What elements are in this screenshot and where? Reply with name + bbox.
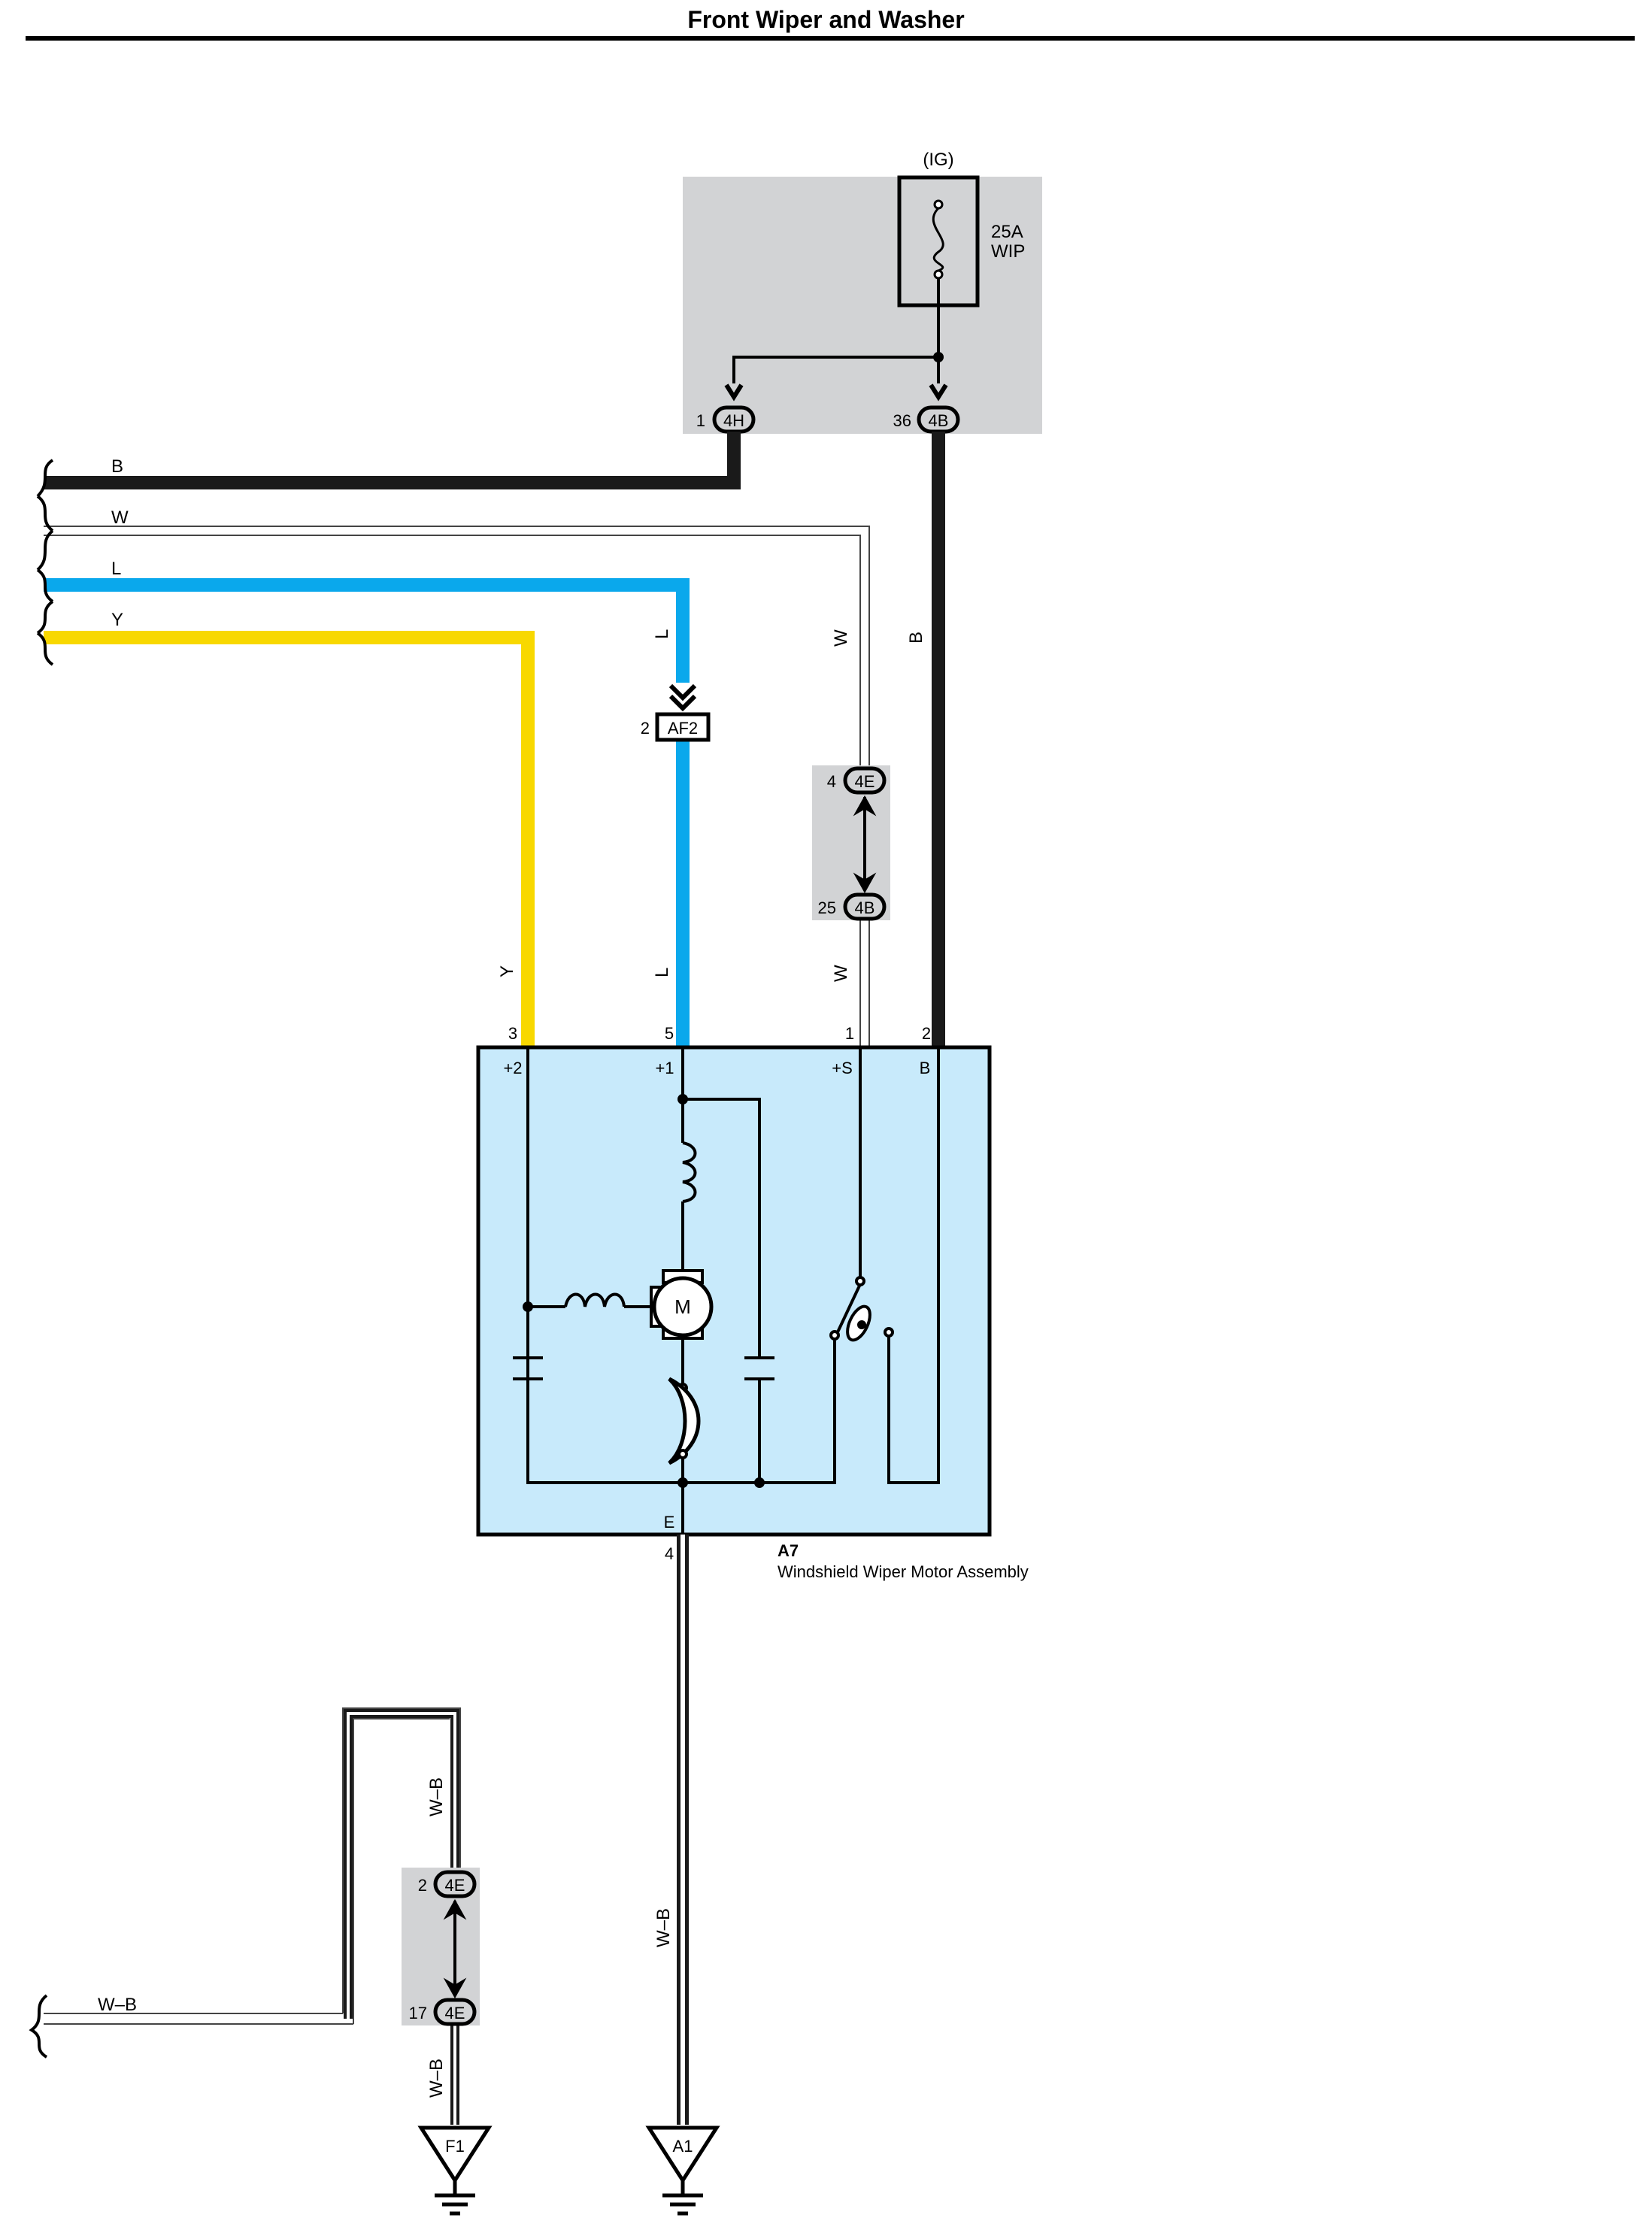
connector-4b-mid-id: 4B (855, 898, 875, 917)
splice-dot (933, 352, 944, 362)
junction-block (683, 177, 1042, 434)
left-wire-label-y: Y (111, 610, 123, 630)
fuse-element-icon (932, 199, 944, 280)
wire-label-l-upper: L (652, 629, 672, 639)
wire-label-wb-f1-upper: W–B (426, 1777, 447, 1816)
motor-symbol-label: M (674, 1295, 691, 1318)
ground-a1-label: A1 (673, 2137, 693, 2156)
connector-4h-pin: 1 (696, 411, 705, 430)
connector-4e-low-bot (433, 1998, 477, 2026)
connector-4e-mid-id: 4E (855, 772, 875, 791)
motor-ground-pin-label: E (664, 1513, 675, 1532)
splice-dot (523, 1094, 765, 1488)
arrow-down-icon (724, 383, 948, 401)
ground-f1-label: F1 (445, 2137, 465, 2156)
motor-icon (650, 1269, 714, 1340)
wire-label-l-lower: L (652, 968, 672, 977)
wire-break-mark-wb (29, 1994, 48, 2059)
connector-4e-mid-pin: 4 (827, 772, 836, 791)
motor-assembly-box (476, 1045, 992, 1537)
motor-internal-circuit (513, 1047, 940, 1534)
connector-4h-id: 4H (723, 411, 744, 430)
wire-label-b-right: B (906, 632, 926, 644)
ground-f1-icon (417, 2125, 493, 2216)
double-arrow-icon (853, 795, 877, 894)
wire-label-wb-left: W–B (98, 1995, 137, 2015)
connector-af2 (655, 712, 711, 742)
motor-code: A7 (778, 1541, 799, 1560)
cam-switch-icon (829, 1276, 894, 1342)
motor-pin-number-1: 1 (845, 1024, 854, 1043)
wire-label-w-upper: W (831, 629, 851, 647)
ground-a1-icon (645, 2125, 720, 2216)
connector-4e-low-bot-id: 4E (445, 2004, 465, 2022)
ptc-element-icon (668, 1377, 701, 1465)
wire-label-wb-f1-lower: W–B (426, 2059, 447, 2098)
connector-4e-mid (843, 766, 887, 795)
motor-name: Windshield Wiper Motor Assembly (778, 1562, 1029, 1581)
wire-label-wb-motor: W–B (653, 1908, 674, 1947)
fuse-name: WIP (991, 241, 1025, 262)
connector-4e-low-top-id: 4E (445, 1876, 465, 1895)
left-wire-label-w: W (111, 508, 129, 528)
arrow-down-icon (668, 683, 697, 712)
wire-label-y-lower: Y (497, 965, 517, 977)
wire-b-4h (44, 432, 741, 489)
connector-4e-low-top-pin: 2 (418, 1876, 427, 1895)
wire-wb-f1 (44, 1707, 461, 2125)
left-wire-label-l: L (111, 559, 121, 579)
page-title: Front Wiper and Washer (687, 6, 965, 33)
wire-l-upper (44, 578, 690, 683)
connector-af2-pin: 2 (641, 719, 650, 738)
motor-pin-number-5: 5 (665, 1024, 674, 1043)
connector-4e-low-bot-pin: 17 (409, 2004, 427, 2022)
motor-pin-number-3: 3 (508, 1024, 517, 1043)
left-wire-label-b: B (111, 456, 123, 477)
connector-4b-top-id: 4B (929, 411, 949, 430)
motor-pin-label-plus2: +2 (503, 1059, 522, 1077)
motor-pin-label-b: B (920, 1059, 931, 1077)
connector-4b-mid (843, 892, 887, 921)
motor-pin-label-plusS: +S (832, 1059, 853, 1077)
connector-4e-low-top (433, 1870, 477, 1898)
double-arrow-icon (443, 1898, 467, 1999)
wire-y (44, 631, 535, 1047)
fuse-power-label: (IG) (923, 150, 953, 170)
wire-w-upper (44, 526, 870, 768)
wire-label-w-lower: W (831, 965, 851, 982)
connector-af2-id: AF2 (668, 719, 698, 738)
motor-pin-label-plus1: +1 (655, 1059, 674, 1077)
wire-w-lower (859, 908, 870, 1047)
wire-break-marks (36, 459, 54, 666)
fuse-rating: 25A (991, 222, 1023, 242)
motor-pin-number-2: 2 (922, 1024, 931, 1043)
connector-4b-top-pin: 36 (893, 411, 911, 430)
title-rule (26, 36, 1635, 41)
motor-ground-pin-number: 4 (665, 1544, 674, 1563)
connector-4b-mid-pin: 25 (818, 898, 836, 917)
